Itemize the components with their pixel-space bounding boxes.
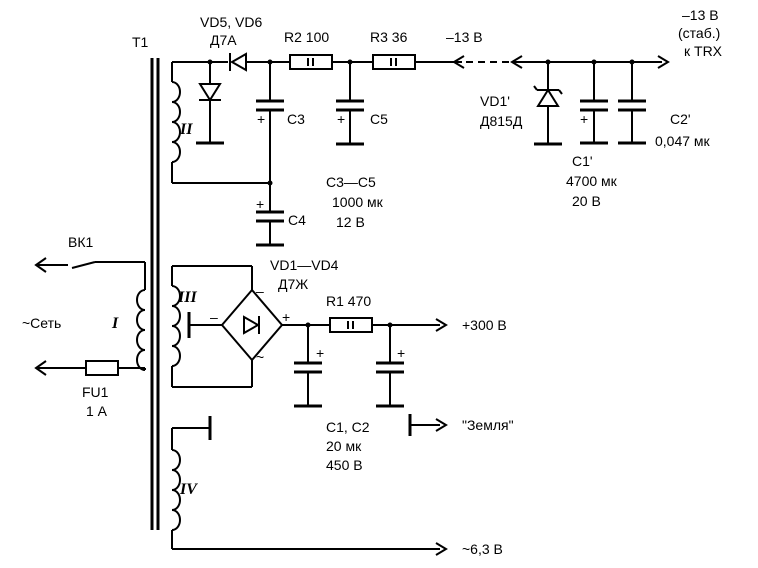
winding-i-primary: I [111,315,119,332]
c2-prime-value: 0,047 мк [655,133,711,149]
fuse-label: FU1 [82,384,109,400]
output-trx: к TRX [684,43,723,59]
bridge-minus-top: – [256,283,264,299]
plus-c3: + [257,111,265,127]
r3-label: R3 36 [370,29,408,45]
c3-label: C3 [287,111,305,127]
output-hv: +300 В [462,317,507,333]
bridge-minus-left: – [210,309,218,325]
r1-label: R1 470 [326,293,371,309]
caps-top-group: C3—C5 [326,174,376,190]
caps-top-value: 1000 мк [332,194,384,210]
mains-label: ~Сеть [22,315,61,331]
primary-winding [95,261,146,371]
output-fil: ~6,3 В [462,541,503,557]
mains-switch[interactable] [34,257,96,273]
output-neg13: –13 В [446,29,483,45]
winding-iii-label: III [177,289,197,306]
plus-c4: + [256,196,264,212]
c2-prime-ref: C2' [670,111,691,127]
bridge-plus: + [282,309,290,325]
caps-hv-value: 20 мк [326,438,362,454]
r2-label: R2 100 [284,29,329,45]
c1-prime-ref: C1' [572,153,593,169]
diodes-top-ref: VD5, VD6 [200,14,262,30]
diode-vd6 [196,62,224,145]
plus-c1: + [316,345,324,361]
resistor-r3 [372,54,465,70]
bridge-ref: VD1—VD4 [270,257,339,273]
winding-ii-label: II [179,121,193,138]
c1-prime-value: 4700 мк [566,173,618,189]
transformer-core [150,58,160,530]
capacitor-c1-prime [580,62,608,145]
c1-prime-voltage: 20 В [572,193,601,209]
c5-label: C5 [370,111,388,127]
resistor-r2 [289,54,373,70]
fuse [34,360,119,376]
capacitor-c5 [336,62,364,146]
output-stab-voltage: –13 В [682,7,719,23]
ground-label: "Земля" [462,417,514,433]
winding-ii [171,61,270,184]
fuse-rating: 1 А [86,403,108,419]
resistor-r1 [308,317,448,333]
winding-iv-label: IV [179,481,198,498]
winding-iv [171,416,448,556]
plus-c2: + [397,345,405,361]
ground-terminal [408,414,448,436]
diode-bridge [187,288,308,362]
caps-hv-group: C1, C2 [326,419,370,435]
winding-iii [171,265,253,388]
switch-label: ВК1 [68,234,93,250]
caps-top-voltage: 12 В [336,214,365,230]
capacitor-c3 [256,62,284,183]
capacitor-c1 [294,325,322,408]
capacitor-c4 [256,183,284,247]
zener-type: Д815Д [480,113,523,129]
transformer-label: T1 [132,34,149,50]
plus-c1-prime: + [580,111,588,127]
bridge-ac: ~ [256,349,264,365]
bridge-type: Д7Ж [278,276,308,292]
zener-vd1-prime [533,62,563,146]
plus-c5: + [337,111,345,127]
caps-hv-voltage: 450 В [326,457,363,473]
output-stab-note: (стаб.) [678,25,720,41]
c4-label: C4 [288,212,306,228]
capacitor-c2-prime [618,62,646,145]
zener-ref: VD1' [480,93,510,109]
diodes-top-type: Д7А [210,32,237,48]
diode-vd5 [229,52,270,72]
capacitor-c2 [376,325,404,408]
